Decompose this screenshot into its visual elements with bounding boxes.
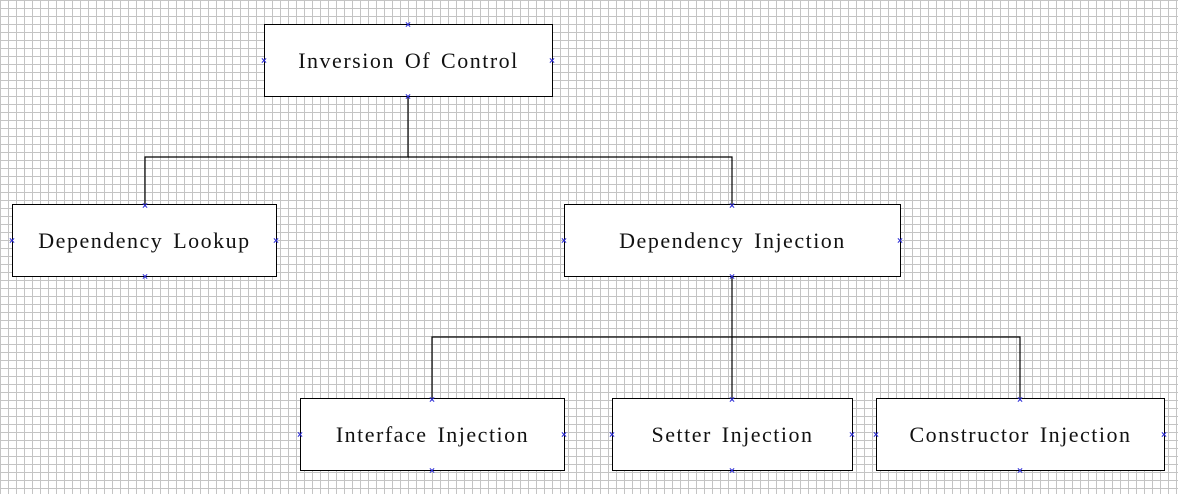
port-marker[interactable]: [729, 467, 735, 473]
node-setter-injection[interactable]: Setter Injection: [612, 398, 853, 471]
node-label: Dependency Lookup: [38, 227, 251, 253]
node-dependency-injection[interactable]: Dependency Injection: [564, 204, 901, 277]
node-label: Dependency Injection: [619, 227, 846, 253]
port-marker[interactable]: [9, 237, 15, 243]
node-label: Interface Injection: [335, 421, 530, 447]
node-label: Inversion Of Control: [298, 47, 519, 73]
node-constructor-injection[interactable]: Constructor Injection: [876, 398, 1165, 471]
port-marker[interactable]: [897, 237, 903, 243]
port-marker[interactable]: [429, 467, 435, 473]
port-marker[interactable]: [561, 237, 567, 243]
port-marker[interactable]: [873, 431, 879, 437]
port-marker[interactable]: [1161, 431, 1167, 437]
port-marker[interactable]: [729, 396, 735, 402]
port-marker[interactable]: [549, 57, 555, 63]
port-marker[interactable]: [261, 57, 267, 63]
node-inversion-of-control[interactable]: Inversion Of Control: [264, 24, 553, 97]
port-marker[interactable]: [1017, 396, 1023, 402]
port-marker[interactable]: [729, 273, 735, 279]
node-interface-injection[interactable]: Interface Injection: [300, 398, 565, 471]
connector-injection-interface: [431, 276, 733, 399]
port-marker[interactable]: [142, 273, 148, 279]
port-marker[interactable]: [273, 237, 279, 243]
connector-root-injection: [408, 156, 733, 205]
node-label: Setter Injection: [651, 421, 814, 447]
connector-root-lookup: [144, 96, 409, 205]
connector-injection-constructor: [732, 336, 1021, 399]
port-marker[interactable]: [729, 202, 735, 208]
port-marker[interactable]: [405, 93, 411, 99]
port-marker[interactable]: [142, 202, 148, 208]
port-marker[interactable]: [561, 431, 567, 437]
port-marker[interactable]: [429, 396, 435, 402]
node-label: Constructor Injection: [909, 421, 1132, 447]
port-marker[interactable]: [609, 431, 615, 437]
port-marker[interactable]: [297, 431, 303, 437]
node-dependency-lookup[interactable]: Dependency Lookup: [12, 204, 277, 277]
port-marker[interactable]: [1017, 467, 1023, 473]
port-marker[interactable]: [405, 21, 411, 27]
port-marker[interactable]: [849, 431, 855, 437]
